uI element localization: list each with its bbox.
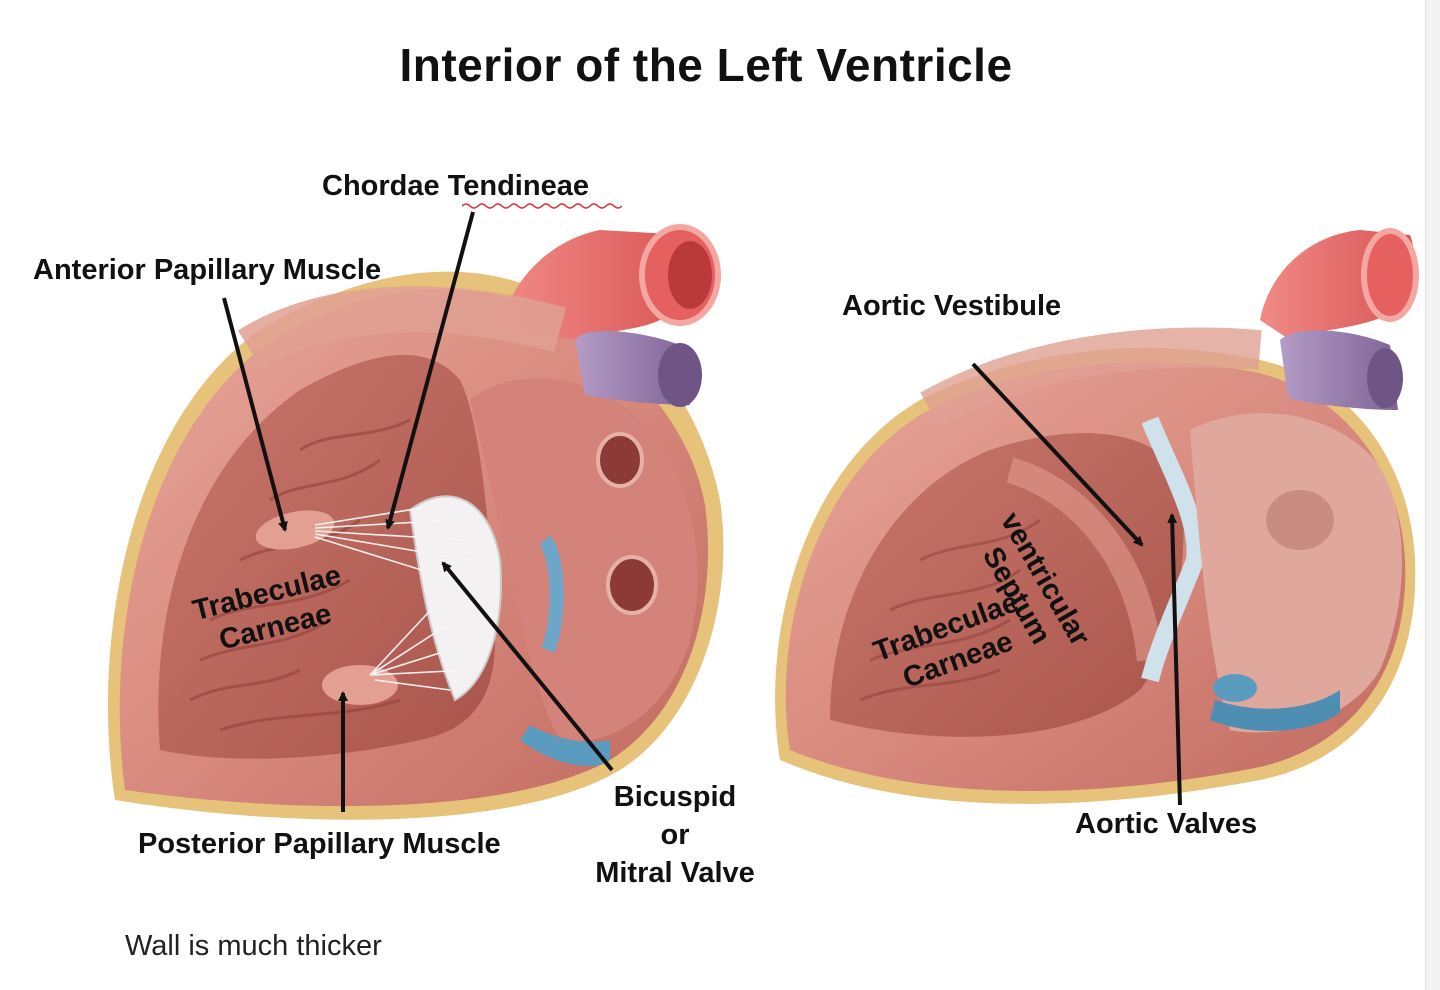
label-chordae-tendineae: Chordae Tendineae [322,170,589,202]
right-heart-illustration [775,228,1419,804]
note-text: Wall is much thicker [125,930,382,962]
label-aortic-vestibule: Aortic Vestibule [842,290,1062,322]
right-blue-vessel-upper [1213,674,1257,702]
right-heart-arch-band [920,327,1262,428]
label-bicuspid-line3: Mitral Valve [595,857,755,889]
vertical-scrollbar[interactable] [1425,0,1440,990]
left-heart-arch-band [237,286,567,370]
left-heart-blue-vessel [520,725,610,766]
pointer-arrows [222,211,1182,812]
aortic-valve-area [1141,416,1205,683]
arrow-anterior-papillary-muscle [222,297,288,532]
mitral-valve-leaflet [408,495,502,702]
left-ventricle-cavity [158,354,495,759]
arrow-chordae-tendineae [385,211,475,530]
posterior-papillary-muscle-shape [322,665,398,705]
arrow-aortic-vestibule [971,362,1144,547]
label-posterior-papillary-muscle: Posterior Papillary Muscle [138,828,501,860]
page-title: Interior of the Left Ventricle [399,39,1013,91]
right-aorta-opening [1361,228,1419,322]
right-blue-vessel-lower [1210,690,1340,732]
arrow-bicuspid-mitral-valve [441,561,614,772]
label-anterior-papillary-muscle: Anterior Papillary Muscle [33,254,382,286]
arrow-aortic-valves [1167,513,1182,806]
spellcheck-underline [462,203,622,209]
label-bicuspid-line2: or [660,819,690,851]
chordae-tendineae-strands [314,504,471,691]
label-aortic-valves: Aortic Valves [1075,808,1258,840]
label-bicuspid-line1: Bicuspid [613,781,737,813]
left-heart-blue-vein [538,535,564,653]
left-aorta-lumen [668,241,712,309]
ventricular-septum-ridge [1006,457,1163,662]
right-heart-purple-vessel [1280,330,1398,410]
right-trabeculae-texture [859,518,1041,702]
right-heart-atrium [1190,413,1402,733]
left-heart-illustration [107,224,724,820]
label-bicuspid-mitral-valve: Bicuspid or Mitral Valve [580,778,770,892]
left-purple-opening [658,343,702,407]
pulmonary-vein-opening-upper [596,432,644,488]
right-atrium-opening [1266,490,1334,550]
pulmonary-vein-opening-lower [606,555,658,615]
anterior-papillary-muscle-shape [255,510,335,550]
right-purple-opening [1367,348,1403,408]
